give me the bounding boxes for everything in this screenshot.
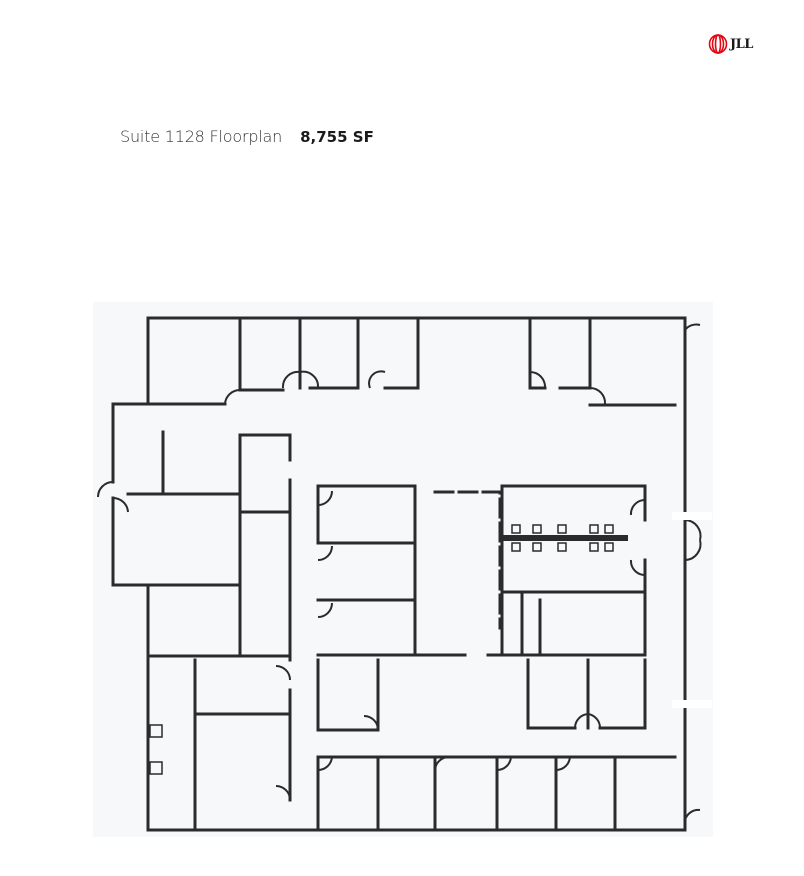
- square-footage: 8,755 SF: [300, 128, 374, 146]
- jll-logo: JLL: [708, 34, 753, 54]
- page-header: Suite 1128 Floorplan 8,755 SF: [120, 127, 374, 146]
- floorplan-drawing: [93, 302, 713, 837]
- brand-name: JLL: [730, 36, 753, 52]
- page-title: Suite 1128 Floorplan: [120, 127, 283, 146]
- jll-logo-icon: [708, 34, 728, 54]
